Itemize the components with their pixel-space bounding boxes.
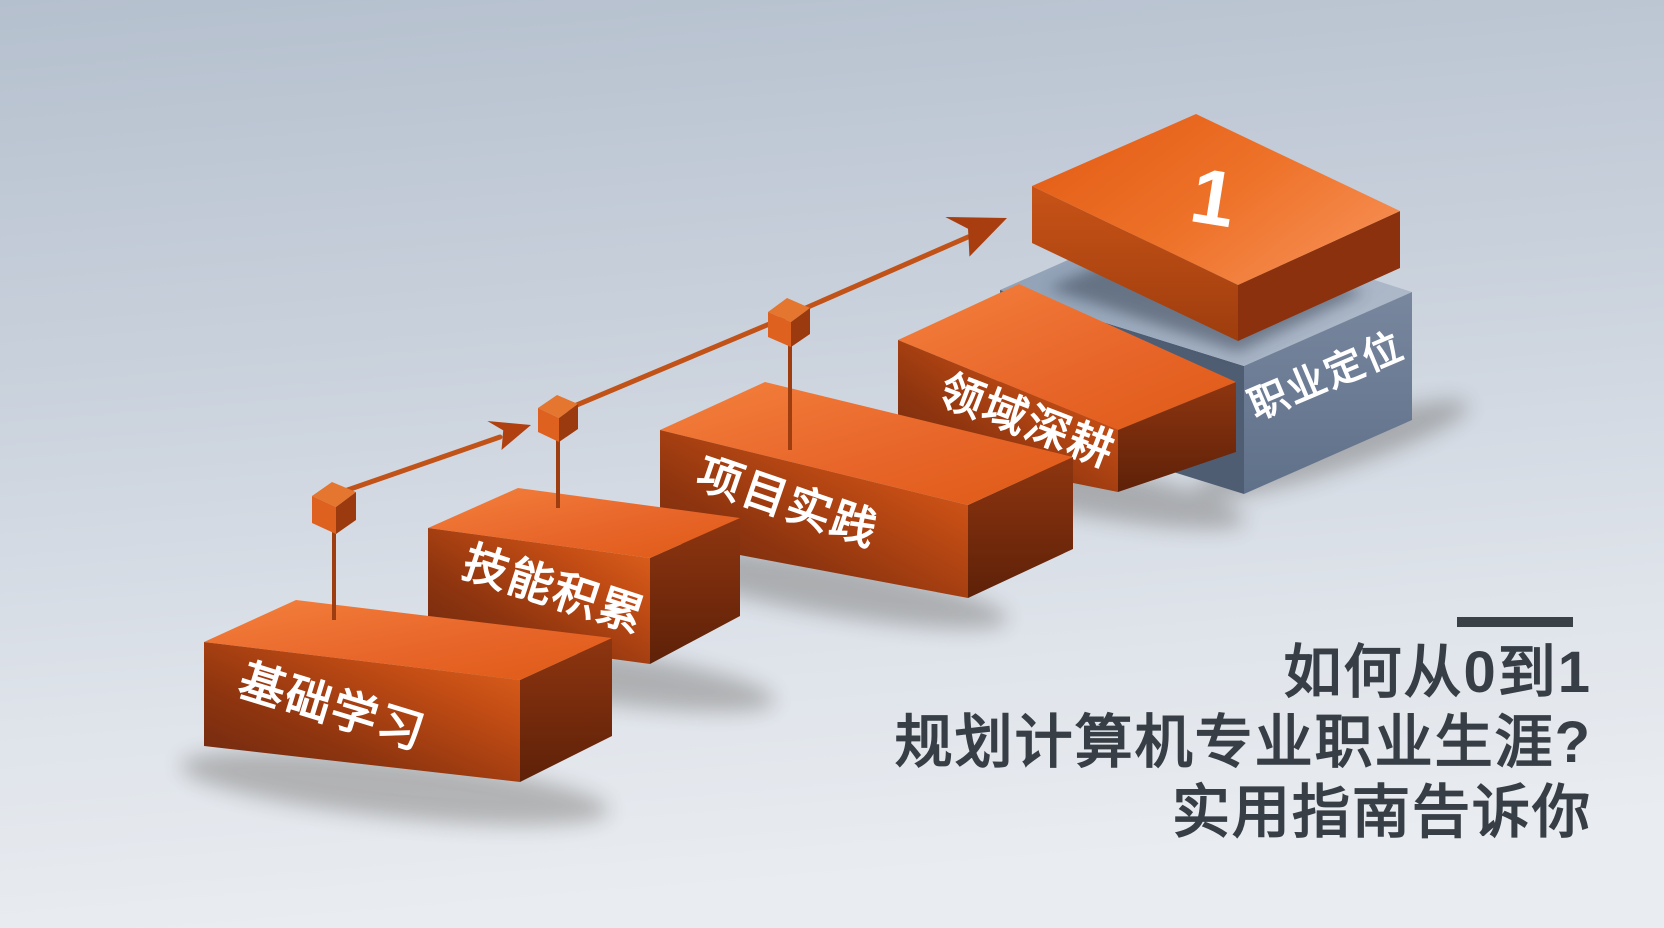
connector-segment-3 <box>789 234 971 317</box>
mini-cube-3 <box>768 298 810 347</box>
mini-cube-3-front <box>768 312 791 347</box>
mini-cube-2-front <box>538 408 559 442</box>
step-block-3-right-face <box>968 457 1073 598</box>
mini-cube-2-top <box>538 395 578 418</box>
title-line-1: 如何从0到1 <box>1283 640 1592 705</box>
step-block-1-right-face <box>520 638 612 782</box>
connector-segment-1 <box>333 434 503 497</box>
step-block-1-top-face <box>204 600 612 680</box>
step-block-3: 项目实践 <box>660 382 1073 598</box>
step-block-4-top-face <box>898 284 1236 430</box>
mini-cube-1-top <box>312 482 356 507</box>
step-block-5-front-face <box>1244 292 1412 494</box>
connector-segment-2 <box>557 314 789 415</box>
shadow-step-1 <box>181 750 609 826</box>
mini-cube-2 <box>538 395 578 442</box>
peak-slab-front-face <box>1032 186 1238 341</box>
mini-cube-3-top <box>768 298 810 322</box>
arrowhead-icon-large <box>945 217 1007 257</box>
mini-cube-1-right <box>336 492 356 534</box>
growth-connector-line <box>333 234 971 497</box>
mini-cube-1 <box>312 482 356 534</box>
mini-cube-2-right <box>559 404 578 442</box>
step-block-2-top-face <box>428 488 740 558</box>
peak-slab-top-face <box>1032 114 1400 285</box>
peak-slab: 1 <box>1032 114 1400 341</box>
mini-cube-3-right <box>791 308 810 347</box>
title-line-3: 实用指南告诉你 <box>1172 780 1592 845</box>
cube-stems <box>332 332 792 620</box>
step-block-1-front-face <box>204 642 520 782</box>
accent-dash <box>1457 617 1573 627</box>
peak-slab-right-face <box>1238 211 1400 341</box>
step-block-4-right-face <box>1118 382 1236 492</box>
step-block-3-top-face <box>660 382 1073 505</box>
step-block-2-right-face <box>650 518 740 664</box>
arrowhead-icon-small <box>487 421 531 450</box>
mini-cube-1-front <box>312 496 336 534</box>
title-line-2: 规划计算机专业职业生涯? <box>895 710 1592 775</box>
step-block-3-front-face <box>660 430 968 598</box>
step-block-1: 基础学习 <box>204 600 612 782</box>
